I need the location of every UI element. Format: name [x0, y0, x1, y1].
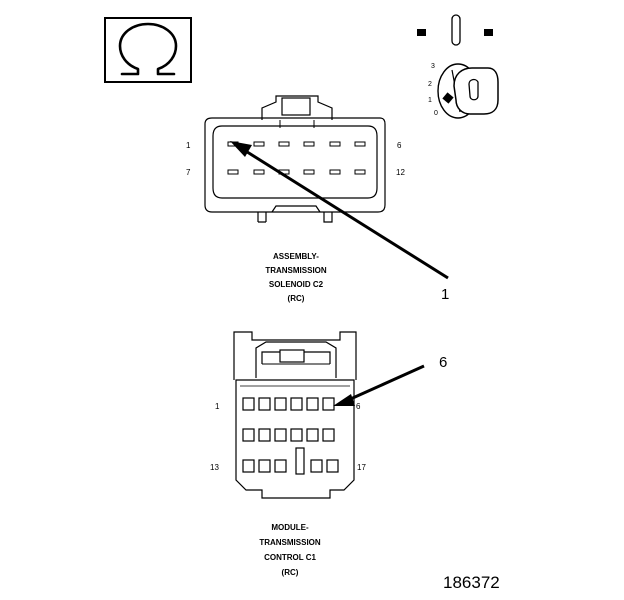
- c2-pin-label-6: 6: [397, 141, 402, 150]
- ignition-key-icon: 3 2 1 0: [417, 14, 499, 119]
- c2-pin-label-7: 7: [186, 168, 191, 177]
- c1-pin-label-17: 17: [357, 463, 366, 472]
- c2-title-line-1: ASSEMBLY-: [273, 252, 319, 261]
- callout-arrow-1: [230, 141, 449, 280]
- connector-c1-pins: [242, 397, 339, 473]
- c1-pin-label-13: 13: [210, 463, 219, 472]
- c2-pin-label-12: 12: [396, 168, 405, 177]
- c1-pin-label-6: 6: [356, 402, 361, 411]
- connector-c2-title: ASSEMBLY- TRANSMISSION SOLENOID C2 (RC): [265, 252, 327, 303]
- c2-title-line-2: TRANSMISSION: [265, 266, 327, 275]
- callout-label-1: 1: [441, 286, 449, 303]
- key-position-2: 2: [428, 81, 432, 88]
- key-position-1: 1: [428, 97, 432, 104]
- c2-title-line-3: SOLENOID C2: [269, 280, 324, 289]
- c1-title-line-1: MODULE-: [271, 523, 309, 532]
- connector-c2: [204, 95, 386, 223]
- c2-title-line-4: (RC): [288, 294, 305, 303]
- ohms-icon: [104, 17, 192, 83]
- c1-title-line-2: TRANSMISSION: [259, 538, 321, 547]
- callout-label-6: 6: [439, 354, 447, 371]
- connector-c1-title: MODULE- TRANSMISSION CONTROL C1 (RC): [259, 523, 321, 577]
- connector-c1: [233, 331, 357, 499]
- key-position-3: 3: [431, 63, 435, 70]
- c1-pin-label-1: 1: [215, 402, 220, 411]
- callout-arrow-6: [333, 364, 425, 406]
- c2-pin-label-1: 1: [186, 141, 191, 150]
- c1-title-line-3: CONTROL C1: [264, 553, 316, 562]
- figure-number: 186372: [443, 573, 500, 592]
- key-position-0: 0: [434, 110, 438, 117]
- c1-title-line-4: (RC): [282, 568, 299, 577]
- connector-c2-pins: [227, 141, 366, 175]
